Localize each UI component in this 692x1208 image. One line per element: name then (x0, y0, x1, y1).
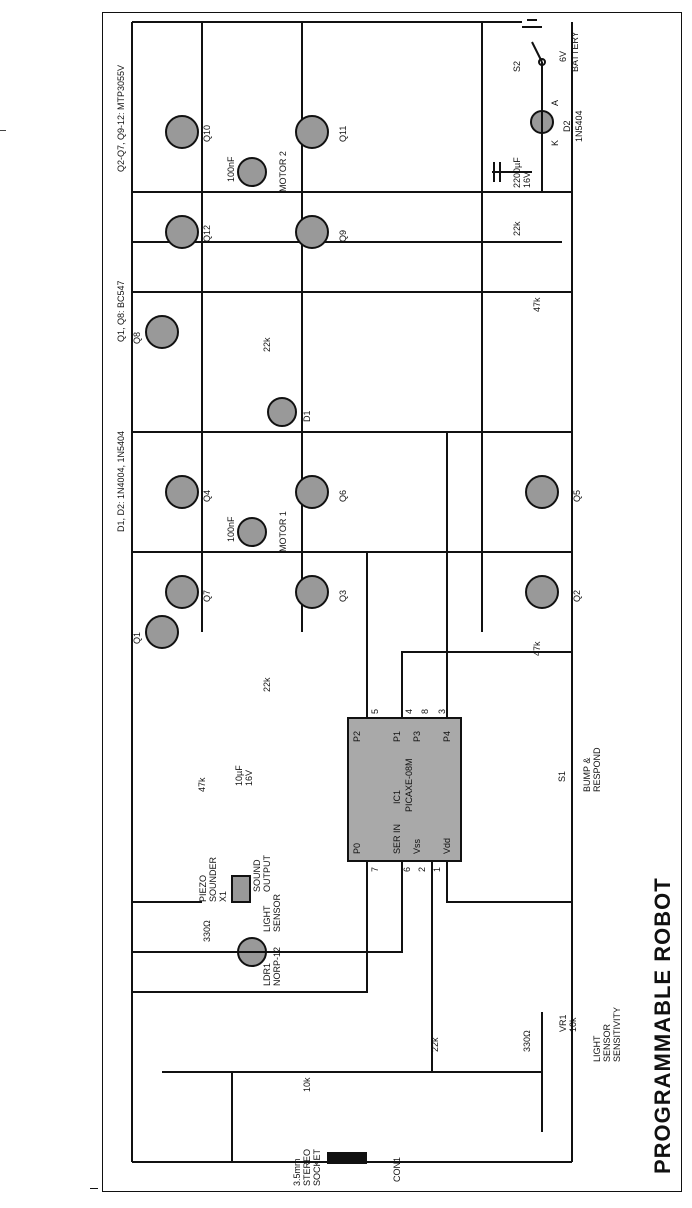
q5-mosfet (525, 475, 559, 509)
s2-label: S2 (512, 60, 522, 72)
r22k-top-label: 22k (512, 221, 522, 236)
q8-label: Q8 (132, 331, 142, 344)
r47k-b-label: 47k (532, 297, 542, 312)
d2-label: D2 (562, 120, 572, 132)
ic-pin-vdd: Vdd (442, 837, 452, 854)
q1-label: Q1 (132, 631, 142, 644)
q10-mosfet (165, 115, 199, 149)
d1-diode (267, 397, 297, 427)
d2-part: 1N5404 (574, 110, 584, 142)
piezo-label: PIEZO SOUNDER X1 (198, 856, 228, 902)
battery-label: BATTERY (570, 31, 580, 72)
ic-pin-p3: P3 (412, 730, 422, 742)
q1-transistor (145, 615, 179, 649)
con1-socket-body (327, 1152, 367, 1164)
ic-pin7-wire (132, 862, 368, 993)
d2-anode: A (550, 99, 560, 106)
ic-pin-1: 1 (432, 866, 442, 872)
r22k-sensor-label: 22k (430, 1037, 440, 1052)
ic-pin-6: 6 (402, 866, 412, 872)
ic-pin-4: 4 (404, 708, 414, 714)
socket-wire (231, 1071, 542, 1162)
ic-part: PICAXE-08M (404, 758, 414, 812)
r47k-c-label: 47k (197, 777, 207, 792)
q2-label: Q2 (572, 589, 582, 602)
border-mark (90, 1188, 98, 1189)
note-diodes: D1, D2: 1N4004, 1N5404 (116, 430, 126, 532)
r22k-q1-label: 22k (262, 677, 272, 692)
s1-label: S1 (557, 770, 567, 782)
ic-pin-7: 7 (370, 866, 380, 872)
ldr-caption: LIGHT SENSOR (262, 893, 282, 932)
piezo-x1 (231, 875, 251, 903)
q6-mosfet (295, 475, 329, 509)
sound-caption: SOUND OUTPUT (252, 855, 272, 892)
ic-pin-5: 5 (370, 708, 380, 714)
motor-2 (237, 157, 267, 187)
q6-label: Q6 (338, 489, 348, 502)
ic-pin-vss: Vss (412, 838, 422, 854)
q7-mosfet (165, 575, 199, 609)
q7-label: Q7 (202, 589, 212, 602)
schematic-title: PROGRAMMABLE ROBOT (650, 877, 675, 1174)
note-fets: Q2-Q7, Q9-12: MTP3055V (116, 64, 126, 172)
cap-10uf-label: 10µF 16V (234, 765, 254, 786)
q4-label: Q4 (202, 489, 212, 502)
s1-caption: BUMP & RESPOND (582, 747, 602, 792)
con1-label: CON1 (392, 1156, 402, 1182)
ic-pin-p2: P2 (352, 730, 362, 742)
q9-label: Q9 (338, 229, 348, 242)
ic-pin-p1: P1 (392, 730, 402, 742)
q11-mosfet (295, 115, 329, 149)
note-bjt: Q1, Q8: BC547 (116, 280, 126, 342)
motor1-label: MOTOR 1 (278, 511, 288, 552)
q3-label: Q3 (338, 589, 348, 602)
d1-label: D1 (302, 410, 312, 422)
ic-pin-2: 2 (417, 866, 427, 872)
battery-voltage: 6V (558, 50, 568, 62)
socket-caption: 3.5mm STEREO SOCKET (292, 1148, 322, 1186)
vr1-caption: LIGHT SENSOR SENSITIVITY (592, 1006, 622, 1062)
q5-label: Q5 (572, 489, 582, 502)
vr1-label: VR1 10k (558, 1014, 578, 1032)
main-cap-label: 2200µF 16V (512, 157, 532, 188)
q4-mosfet (165, 475, 199, 509)
ic-pin-3: 3 (437, 708, 447, 714)
motor2-cap: 100nF (226, 156, 236, 182)
q9-mosfet (295, 215, 329, 249)
q10-label: Q10 (202, 124, 212, 142)
ic-pin-p4: P4 (442, 730, 452, 742)
motor-1 (237, 517, 267, 547)
ic-pin-p0: P0 (352, 842, 362, 854)
margin-tick (0, 130, 6, 131)
ic-vdd-wire (446, 862, 572, 903)
d2-cathode: K (550, 139, 560, 146)
r22k-q8-label: 22k (262, 337, 272, 352)
q12-label: Q12 (202, 224, 212, 242)
ic-pin4-wire (401, 651, 572, 717)
ic-pin-8: 8 (420, 708, 430, 714)
schematic-wiring (102, 12, 682, 1192)
r47k-a-label: 47k (532, 641, 542, 656)
motor1-cap: 100nF (226, 516, 236, 542)
r330-label: 330Ω (522, 1030, 532, 1052)
q11-label: Q11 (338, 125, 348, 142)
q3-mosfet (295, 575, 329, 609)
ldr-label: LDR1 NORP-12 (262, 946, 282, 986)
motor2-label: MOTOR 2 (278, 151, 288, 192)
ic-ref: IC1 (392, 789, 402, 804)
ic-pin-ser: SER IN (392, 823, 402, 854)
r10k-label: 10k (302, 1077, 312, 1092)
schematic-sheet: PROGRAMMABLE ROBOT IC1 PICAXE-08M P0 Vdd… (102, 12, 682, 1192)
q8-transistor (145, 315, 179, 349)
r330b-label: 330Ω (202, 920, 212, 942)
q2-mosfet (525, 575, 559, 609)
q12-mosfet (165, 215, 199, 249)
